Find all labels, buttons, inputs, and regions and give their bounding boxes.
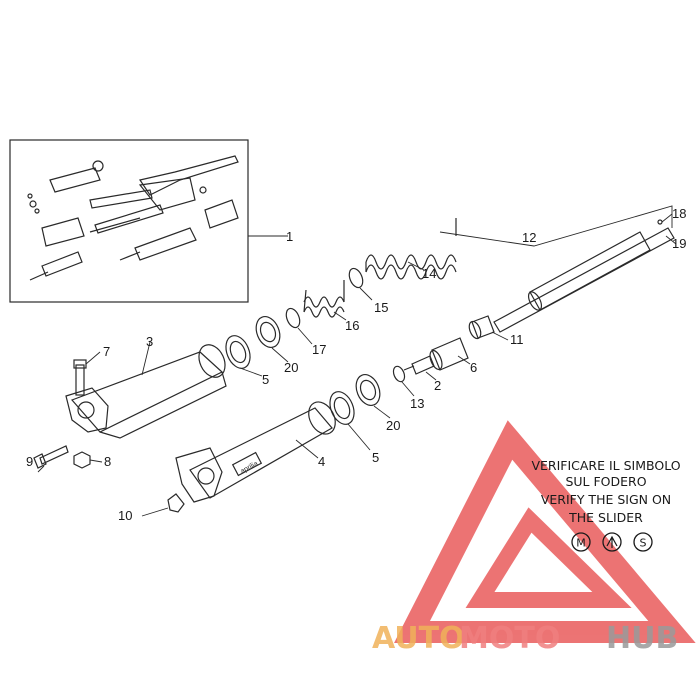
cap-10: [167, 493, 185, 513]
callout-20-lower: 20: [386, 418, 400, 433]
callout-9: 9: [26, 454, 33, 469]
callout-1: 1: [286, 229, 293, 244]
notice-line-2: SUL FODERO: [565, 474, 646, 489]
callout-5-lower: 5: [372, 450, 379, 465]
sign-symbol-fork: [602, 532, 622, 552]
callout-12: 12: [522, 230, 536, 245]
damper-rod-12: [439, 205, 675, 333]
callout-7: 7: [103, 344, 110, 359]
callout-2: 2: [434, 378, 441, 393]
notice-line-3: VERIFY THE SIGN ON: [541, 492, 671, 507]
callout-8: 8: [104, 454, 111, 469]
part-18: [657, 219, 663, 225]
symbol-s-label: S: [640, 537, 647, 550]
part-2-rod-end: [403, 355, 435, 375]
seal-5-lower: [329, 391, 355, 425]
sign-symbol-s: S: [633, 532, 653, 552]
part-11-stop: [468, 315, 495, 340]
ring-20-lower: [355, 374, 381, 406]
callout-18: 18: [672, 206, 686, 221]
brand-hub: HUB: [606, 621, 678, 656]
callout-13: 13: [410, 396, 424, 411]
brand-auto: AUTO: [372, 621, 465, 656]
nut-8: [73, 451, 91, 469]
washer-17: [285, 307, 301, 329]
bolt-7: [73, 359, 87, 396]
automotohub-watermark: [394, 420, 696, 643]
notice-line-1: VERIFICARE IL SIMBOLO: [531, 458, 680, 473]
callout-4: 4: [318, 454, 325, 469]
slider-sign-notice: VERIFICARE IL SIMBOLO SUL FODERO VERIFY …: [531, 458, 680, 525]
bolt-9: [33, 445, 69, 469]
callout-6: 6: [470, 360, 477, 375]
callout-19: 19: [672, 236, 686, 251]
ring-15: [348, 267, 364, 289]
part-6-bushing: [429, 337, 469, 371]
callout-5-upper: 5: [262, 372, 269, 387]
callout-16: 16: [345, 318, 359, 333]
washer-13: [392, 365, 406, 383]
callout-15: 15: [374, 300, 388, 315]
brand-wordmark: AUTO MOTO HUB: [372, 621, 678, 656]
seal-5-upper: [225, 335, 251, 369]
callout-14: 14: [422, 266, 436, 281]
callout-11: 11: [510, 332, 524, 347]
brand-moto: MOTO: [459, 621, 560, 656]
callout-20-upper: 20: [284, 360, 298, 375]
left-slider: [65, 344, 227, 439]
sign-symbol-m: M: [571, 532, 591, 552]
spring-16: [303, 280, 345, 318]
callout-17: 17: [312, 342, 326, 357]
ring-20-upper: [255, 316, 281, 348]
callout-3: 3: [146, 334, 153, 349]
right-slider: aprilia: [175, 401, 336, 503]
callout-10: 10: [118, 508, 132, 523]
aprilia-badge: aprilia: [240, 460, 260, 475]
fork-assembly-inset: [9, 139, 249, 303]
symbol-m-label: M: [576, 537, 586, 550]
spring-14: [365, 218, 457, 280]
notice-line-4: THE SLIDER: [568, 510, 643, 525]
